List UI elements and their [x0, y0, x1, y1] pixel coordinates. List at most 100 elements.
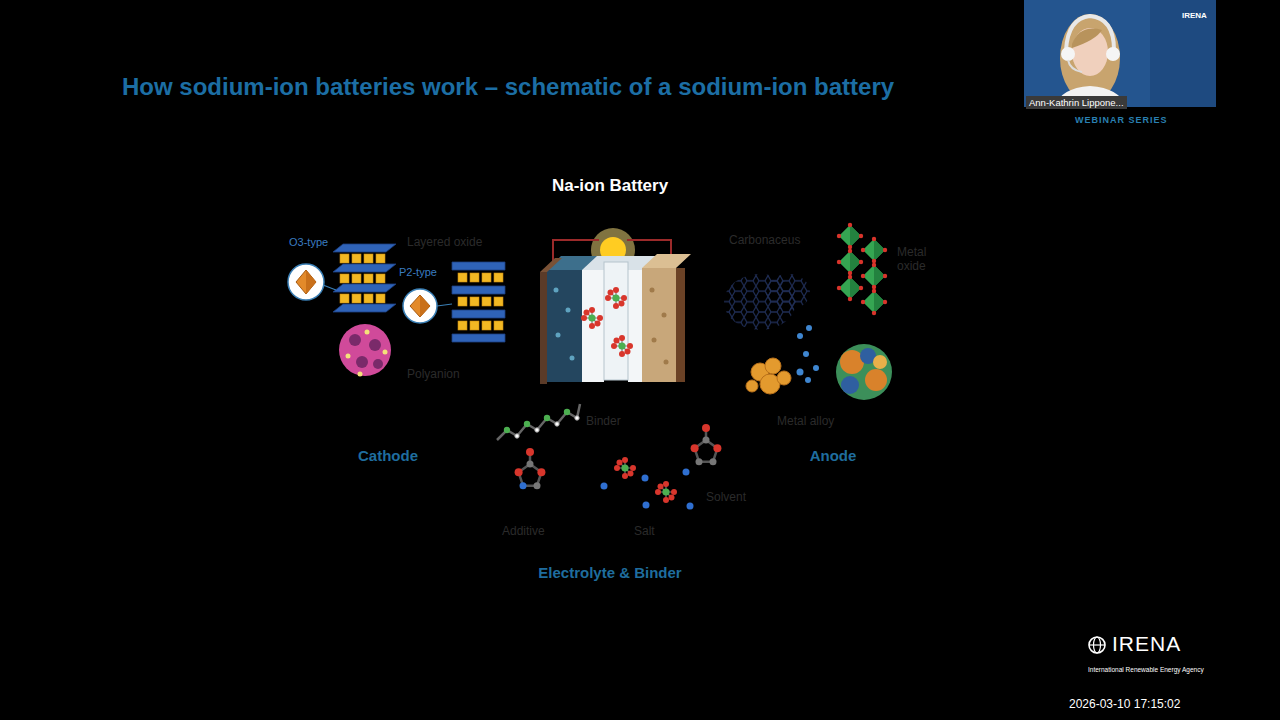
anode-illustration — [766, 274, 810, 310]
cathode-illustration — [296, 270, 316, 294]
cathode-illustration — [333, 244, 396, 252]
material-label: Polyanion — [407, 367, 460, 381]
webcam-video — [1072, 28, 1108, 76]
electrolyte-illustration — [534, 482, 541, 489]
electrolyte-illustration — [526, 448, 534, 456]
cathode-illustration — [376, 274, 385, 283]
anode-illustration — [797, 369, 804, 376]
electrolyte-illustration — [642, 475, 649, 482]
electrolyte-illustration — [696, 458, 703, 465]
electrolyte-illustration — [683, 469, 690, 476]
battery-cell — [611, 335, 633, 357]
electrolyte-illustration — [643, 502, 650, 509]
anode-illustration — [803, 351, 809, 357]
speaker-name: Ann-Kathrin Lippone... — [1026, 96, 1127, 109]
text-slot: Additive — [502, 520, 545, 539]
battery-cell — [540, 272, 547, 384]
material-circle: CarbonaceusMetal oxideMetal alloyAnode — [720, 218, 945, 470]
cathode-illustration — [470, 273, 479, 282]
text-slot: Na-ion Battery — [503, 176, 717, 196]
cathode-illustration — [346, 354, 351, 359]
material-label: Metal oxide — [897, 245, 941, 274]
circle-shape — [300, 224, 476, 400]
cathode-illustration — [306, 270, 316, 294]
material-label: Layered oxide — [407, 235, 482, 249]
cathode-illustration — [482, 297, 491, 306]
material-label: Metal alloy — [777, 414, 834, 428]
heading-banner: Na-ion Battery — [503, 168, 717, 214]
text-slot: Metal oxide — [897, 245, 941, 275]
electrolyte-illustration — [515, 434, 519, 438]
text-slot: Layered oxide — [407, 231, 482, 250]
banner-text: Na-ion Battery — [552, 176, 668, 195]
anode-illustration — [805, 377, 811, 383]
electrolyte-illustration — [691, 444, 699, 452]
electrolyte-illustration — [575, 416, 579, 420]
anode-illustration — [865, 369, 887, 391]
battery-cell — [566, 308, 571, 313]
component-caption: Electrolyte & Binder — [538, 564, 681, 581]
material-label: Salt — [634, 524, 655, 538]
component-caption: Cathode — [358, 447, 418, 464]
battery-cell — [540, 258, 562, 272]
material-label: Solvent — [706, 490, 746, 504]
battery-cell — [540, 228, 691, 384]
cathode-illustration — [452, 334, 505, 342]
logo-globe — [1089, 644, 1105, 645]
cathode-illustration — [494, 273, 503, 282]
electrolyte-illustration — [524, 421, 530, 427]
text-slot: Cathode — [288, 446, 488, 465]
battery-cell — [556, 333, 561, 338]
cathode-illustration — [339, 324, 391, 376]
component-caption: Anode — [810, 447, 857, 464]
cathode-illustration — [458, 273, 467, 282]
material-label: Binder — [586, 414, 621, 428]
electrolyte-illustration — [601, 483, 608, 490]
logo-globe — [1089, 637, 1105, 653]
battery-cell — [581, 307, 603, 329]
cathode-illustration — [364, 274, 373, 283]
cathode-illustration — [470, 297, 479, 306]
text-slot: Carbonaceus — [729, 229, 800, 248]
cathode-illustration — [376, 294, 385, 303]
banner-shape — [503, 168, 717, 214]
anode-illustration — [765, 358, 781, 374]
electrolyte-illustration — [527, 461, 534, 468]
webcam-video — [1024, 0, 1216, 107]
text-slot: Salt — [634, 520, 655, 539]
electrolyte-illustration — [497, 404, 721, 510]
node-outline — [495, 388, 755, 588]
text-slot: P2-type — [399, 261, 437, 280]
webcam-video — [1061, 47, 1075, 61]
cathode-illustration — [352, 274, 361, 283]
cathode-illustration — [333, 284, 396, 292]
title-rule — [96, 119, 1184, 121]
electrolyte-illustration — [515, 468, 523, 476]
cathode-illustration — [452, 286, 505, 294]
battery-cell — [605, 287, 627, 309]
cathode-illustration — [373, 359, 383, 369]
cathode-illustration — [482, 273, 491, 282]
electrolyte-illustration — [535, 428, 539, 432]
webcam-video — [1072, 29, 1102, 48]
text-slot: O3-type — [289, 231, 328, 250]
cathode-illustration — [369, 339, 381, 351]
anode-illustration — [873, 355, 887, 369]
text-slot: Electrolyte & Binder — [510, 563, 710, 582]
battery-cell — [628, 270, 642, 382]
anode-illustration — [837, 249, 863, 275]
cathode-illustration — [452, 310, 505, 318]
webcam-video — [1150, 0, 1216, 107]
battery-cell — [570, 356, 575, 361]
battery-cell — [546, 270, 582, 382]
cathode-illustration — [333, 304, 396, 312]
cathode-illustration — [358, 372, 363, 377]
cathode-illustration — [288, 264, 324, 300]
battery-cell — [554, 288, 559, 293]
cathode-illustration — [458, 297, 467, 306]
slide-ground — [64, 36, 1216, 684]
battery-cell — [650, 288, 655, 293]
battery-cell — [642, 254, 691, 268]
webcam-video — [1068, 60, 1082, 72]
